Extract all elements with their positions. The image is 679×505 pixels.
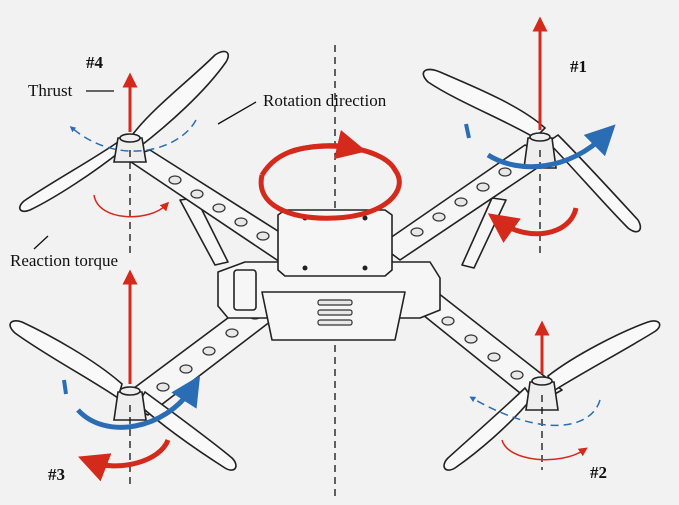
rotor-2: #2	[443, 320, 661, 482]
yaw-rotation-arrow	[258, 143, 402, 221]
rotation-arrow	[486, 124, 616, 170]
reaction-torque-arrow	[93, 194, 170, 218]
rotor-4: #4	[18, 50, 230, 258]
reaction-torque-label: Reaction torque	[10, 251, 118, 270]
rotation-arrow-tail	[62, 379, 68, 395]
rotation-direction-label: Rotation direction	[263, 91, 387, 110]
motor-cap	[119, 386, 141, 396]
yaw-rotation-arrow-head	[289, 129, 367, 160]
rotation-direction-leader-line	[217, 101, 257, 125]
rotation-arrow	[69, 119, 197, 152]
rotor-label: #3	[48, 465, 65, 484]
rotor-label: #1	[570, 57, 587, 76]
central-body	[217, 209, 441, 341]
propeller-blade	[546, 133, 642, 233]
propeller-blade	[9, 320, 123, 400]
reaction-torque-arrow	[77, 438, 171, 482]
propeller-blade	[546, 320, 661, 392]
frame-arm-front-right	[379, 144, 553, 261]
thrust-label: Thrust	[28, 81, 73, 100]
propeller-blade	[422, 68, 547, 140]
motor-cap	[529, 132, 551, 142]
rotor-3: #3	[9, 269, 237, 488]
reaction-torque-arrow	[487, 207, 579, 243]
reaction-torque-leader-line	[33, 235, 49, 250]
rotor-label: #4	[86, 53, 104, 72]
rotor-label: #2	[590, 463, 607, 482]
propeller-blade	[136, 390, 237, 471]
motor-cap	[531, 376, 553, 386]
propeller-blade	[128, 50, 230, 150]
rotation-arrow-tail	[464, 123, 471, 139]
motor-cap	[119, 133, 141, 143]
reaction-torque-arrow	[501, 439, 588, 461]
propeller-blade	[18, 140, 124, 213]
rotor-1: #1	[422, 16, 642, 255]
rotation-arrow	[76, 375, 201, 430]
propeller-blade	[443, 386, 534, 471]
